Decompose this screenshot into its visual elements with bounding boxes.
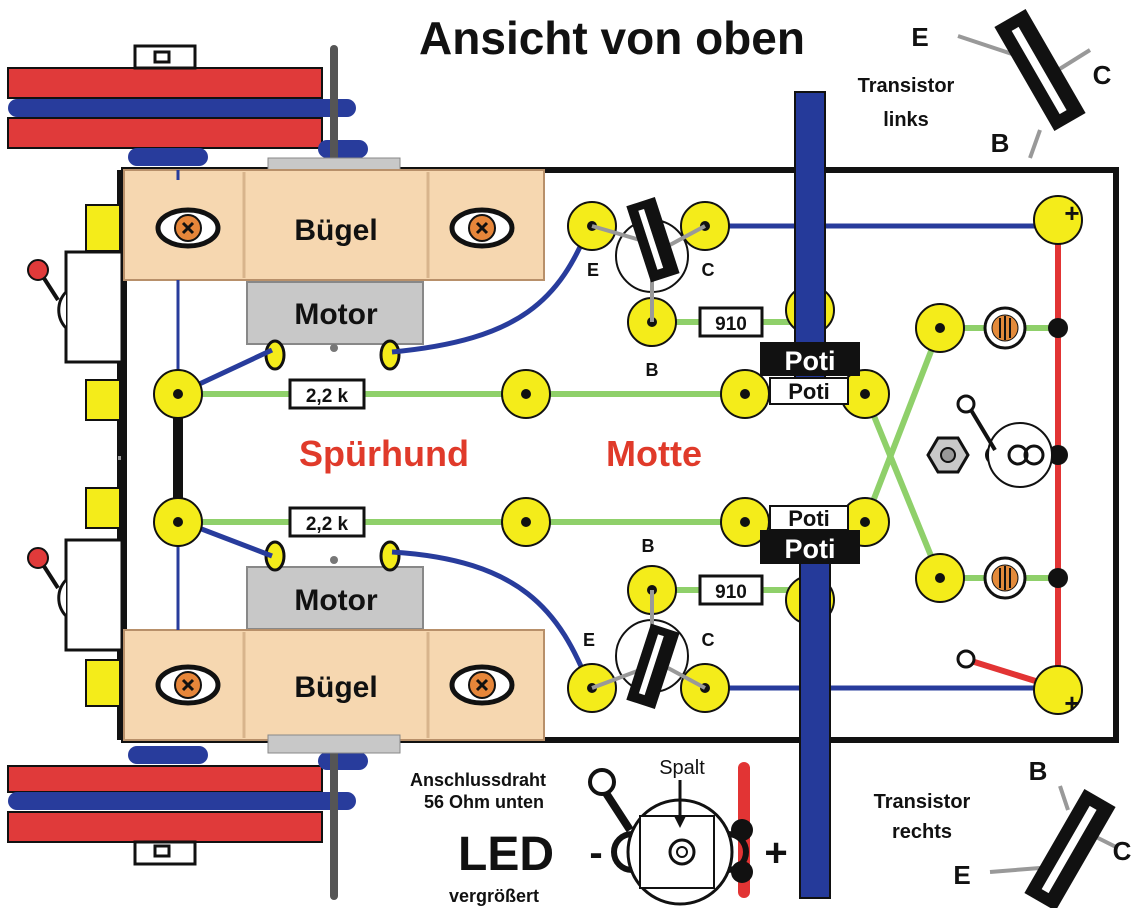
led-label: LED <box>458 828 554 881</box>
pin-e-bottom: E <box>583 630 595 650</box>
transistor-legend-rechts <box>989 785 1119 908</box>
resistor-22k-top: 2,2 k <box>288 378 366 410</box>
track-top <box>7 44 368 166</box>
transistor-bottom-board <box>591 590 706 709</box>
pin-b-top: B <box>646 360 659 380</box>
pin-e-top: E <box>587 260 599 280</box>
pin-b-bottom: B <box>642 536 655 556</box>
resistor-910-top: 910 <box>698 306 764 338</box>
motor-terminals <box>264 339 401 572</box>
poti-label-bottom: Poti Poti <box>760 505 860 564</box>
motor-label-top: Motor <box>294 298 378 331</box>
nut-icon <box>926 436 970 474</box>
ldr-icons <box>983 306 1027 600</box>
transistor-rechts-line2: rechts <box>892 821 952 843</box>
motte-label: Motte <box>606 433 702 474</box>
pin-c-bottom: C <box>702 630 715 650</box>
spalt-label: Spalt <box>659 757 705 779</box>
svg-text:Poti: Poti <box>788 506 830 531</box>
buegel-label-bottom: Bügel <box>294 671 377 704</box>
pin-c-top: C <box>702 260 715 280</box>
legend-b-top: B <box>991 128 1010 158</box>
resistor-22k-bottom: 2,2 k <box>288 506 366 538</box>
svg-text:Poti: Poti <box>788 379 830 404</box>
legend-b-bottom: B <box>1029 756 1048 786</box>
poti-label-top: Poti Poti <box>760 342 860 405</box>
svg-text:2,2 k: 2,2 k <box>306 386 349 407</box>
transistor-top-board <box>591 197 706 322</box>
spuerhund-label: Spürhund <box>299 433 469 474</box>
transistor-legend-links <box>957 9 1092 159</box>
legend-c-top: C <box>1093 60 1112 90</box>
legend-c-bottom: C <box>1113 836 1132 866</box>
transistor-rechts-line1: Transistor <box>874 791 971 813</box>
legend-e-bottom: E <box>953 860 970 890</box>
page-title: Ansicht von oben <box>419 12 805 64</box>
resistor-910-bottom: 910 <box>698 574 764 606</box>
motor-label-bottom: Motor <box>294 584 378 617</box>
svg-text:Poti: Poti <box>785 534 836 564</box>
legend-e-top: E <box>911 22 928 52</box>
led-minus: - <box>589 831 602 875</box>
wire-end <box>956 649 976 669</box>
svg-text:Poti: Poti <box>785 346 836 376</box>
plus-pad-bottom: + <box>1064 688 1079 718</box>
buegel-label-top: Bügel <box>294 214 377 247</box>
transistor-links-line2: links <box>883 109 929 131</box>
vergroessert-label: vergrößert <box>449 886 539 906</box>
track-bottom <box>7 745 368 900</box>
transistor-links-line1: Transistor <box>858 75 955 97</box>
led-plus: + <box>764 831 787 875</box>
left-sensors <box>27 170 178 740</box>
anschluss-line2: 56 Ohm unten <box>424 792 544 812</box>
svg-text:910: 910 <box>715 582 747 603</box>
svg-text:910: 910 <box>715 314 747 335</box>
plus-pad-top: + <box>1064 198 1079 228</box>
screw-icons <box>155 207 515 706</box>
anschluss-line1: Anschlussdraht <box>410 770 546 790</box>
led-enlarged-icon <box>588 762 753 906</box>
svg-text:2,2 k: 2,2 k <box>306 514 349 535</box>
led-board-icon <box>956 394 1053 488</box>
